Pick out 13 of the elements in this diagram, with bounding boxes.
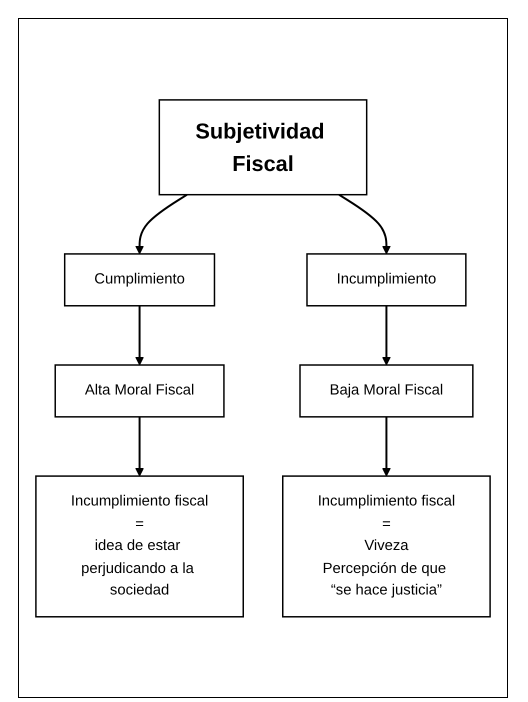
arrow (135, 416, 144, 476)
node-box: Incumplimiento fiscal = idea de estar perjudicando a la sociedad (35, 475, 244, 618)
node-box: Subjetividad Fiscal (158, 98, 368, 196)
node-box: Incumplimiento (306, 252, 467, 306)
arrow (382, 416, 391, 476)
node-box: Cumplimiento (64, 252, 216, 306)
node-box: Incumplimiento fiscal = Viveza Percepción de que “se hace justicia” (282, 475, 491, 618)
arrow (382, 305, 391, 366)
arrow (338, 194, 391, 254)
arrow (135, 305, 144, 366)
node-box: Baja Moral Fiscal (299, 364, 474, 418)
arrow (135, 194, 188, 254)
node-box: Alta Moral Fiscal (54, 364, 225, 418)
